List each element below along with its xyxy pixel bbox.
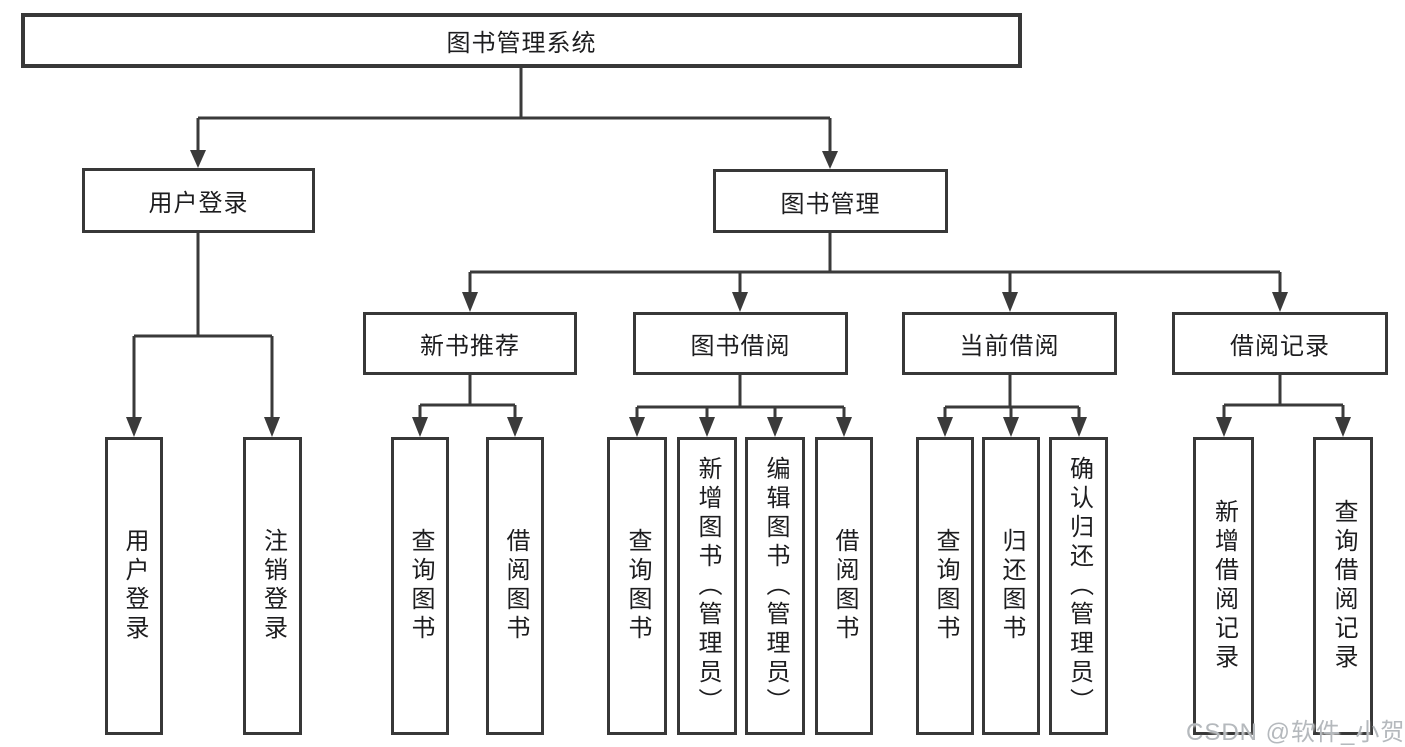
node-leaf-borrowing-borrow-books-label: 借阅图书 (831, 528, 858, 644)
node-current-borrowing-label: 当前借阅 (959, 333, 1060, 360)
node-leaf-edit-books-admin-label: 编辑图书（管理员） (762, 455, 789, 717)
csdn-watermark: CSDN @软件_小贺同学 (1186, 719, 1405, 746)
node-current-borrowing: 当前借阅 (902, 312, 1117, 375)
node-leaf-add-books-admin-label: 新增图书（管理员） (694, 455, 721, 717)
node-book-borrowing-label: 图书借阅 (690, 333, 791, 360)
node-user-login: 用户登录 (82, 168, 315, 233)
node-book-management-label: 图书管理 (780, 190, 881, 218)
node-leaf-recommend-query-books-label: 查询图书 (407, 528, 434, 644)
edge-book-borrowing-to-leaves (629, 375, 852, 437)
node-new-book-recommend-label: 新书推荐 (420, 333, 520, 360)
node-leaf-confirm-return-admin-label: 确认归还（管理员） (1065, 455, 1093, 717)
node-leaf-return-books-label: 归还图书 (998, 528, 1025, 644)
node-user-login-label: 用户登录 (148, 190, 249, 217)
node-borrowing-records-label: 借阅记录 (1230, 333, 1330, 360)
node-leaf-return-books: 归还图书 (982, 437, 1040, 735)
node-leaf-user-login: 用户登录 (105, 437, 163, 735)
node-leaf-user-login-label: 用户登录 (121, 528, 148, 644)
node-leaf-add-borrow-record-label: 新增借阅记录 (1210, 499, 1238, 673)
node-leaf-query-borrow-record-label: 查询借阅记录 (1330, 499, 1357, 673)
edge-root-to-level2 (190, 68, 838, 169)
node-leaf-add-books-admin: 新增图书（管理员） (677, 437, 737, 735)
node-system-root: 图书管理系统 (21, 13, 1022, 68)
node-book-borrowing: 图书借阅 (633, 312, 848, 375)
node-borrowing-records: 借阅记录 (1172, 312, 1388, 375)
node-leaf-edit-books-admin: 编辑图书（管理员） (745, 437, 805, 735)
node-leaf-borrowing-query-books: 查询图书 (607, 437, 667, 735)
node-leaf-current-query-books-label: 查询图书 (932, 528, 959, 644)
edge-user-login-to-leaves (126, 233, 280, 437)
node-leaf-recommend-borrow-books-label: 借阅图书 (502, 528, 529, 644)
node-leaf-borrowing-borrow-books: 借阅图书 (815, 437, 873, 735)
node-leaf-recommend-borrow-books: 借阅图书 (486, 437, 544, 735)
node-leaf-query-borrow-record: 查询借阅记录 (1313, 437, 1373, 735)
node-leaf-current-query-books: 查询图书 (916, 437, 974, 735)
node-leaf-add-borrow-record: 新增借阅记录 (1193, 437, 1254, 735)
node-leaf-confirm-return-admin: 确认归还（管理员） (1049, 437, 1108, 735)
node-system-root-label: 图书管理系统 (446, 30, 597, 57)
edge-borrowing-records-to-leaves (1216, 375, 1351, 437)
node-book-management: 图书管理 (713, 169, 948, 233)
node-leaf-borrowing-query-books-label: 查询图书 (624, 528, 651, 644)
node-leaf-recommend-query-books: 查询图书 (391, 437, 449, 735)
node-leaf-logout: 注销登录 (243, 437, 302, 735)
edge-current-borrowing-to-leaves (937, 375, 1087, 437)
edge-book-management-to-level3 (462, 233, 1288, 312)
node-new-book-recommend: 新书推荐 (363, 312, 577, 375)
edge-new-book-recommend-to-leaves (412, 375, 523, 437)
node-leaf-logout-label: 注销登录 (259, 528, 287, 644)
